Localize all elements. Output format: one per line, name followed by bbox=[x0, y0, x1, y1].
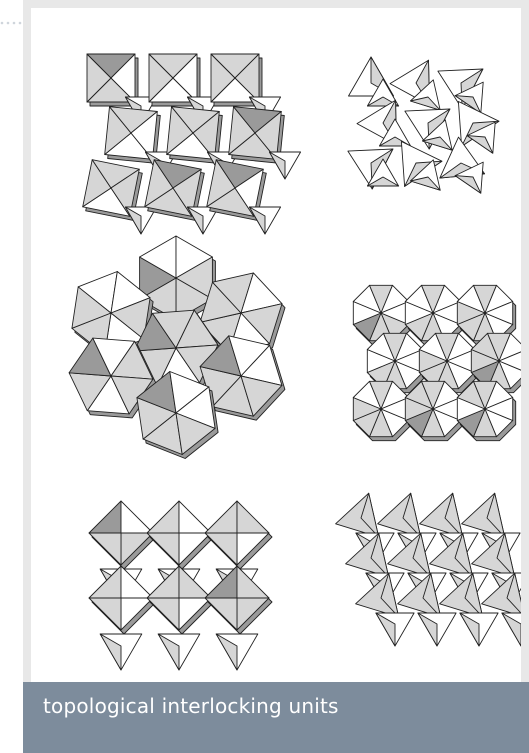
pyramids-right bbox=[336, 493, 521, 646]
caption-bar: topological interlocking units bbox=[23, 682, 529, 753]
figure-image bbox=[31, 8, 521, 682]
interlocking-units-illustration bbox=[31, 8, 521, 682]
tetrahedra-right bbox=[348, 57, 499, 193]
tetrahedra-left bbox=[83, 54, 301, 234]
image-card: topological interlocking units bbox=[23, 0, 529, 753]
icosahedra-left bbox=[69, 236, 285, 459]
pyramids-left bbox=[89, 501, 272, 670]
caption-text: topological interlocking units bbox=[43, 694, 339, 718]
truncated-right bbox=[353, 285, 521, 440]
